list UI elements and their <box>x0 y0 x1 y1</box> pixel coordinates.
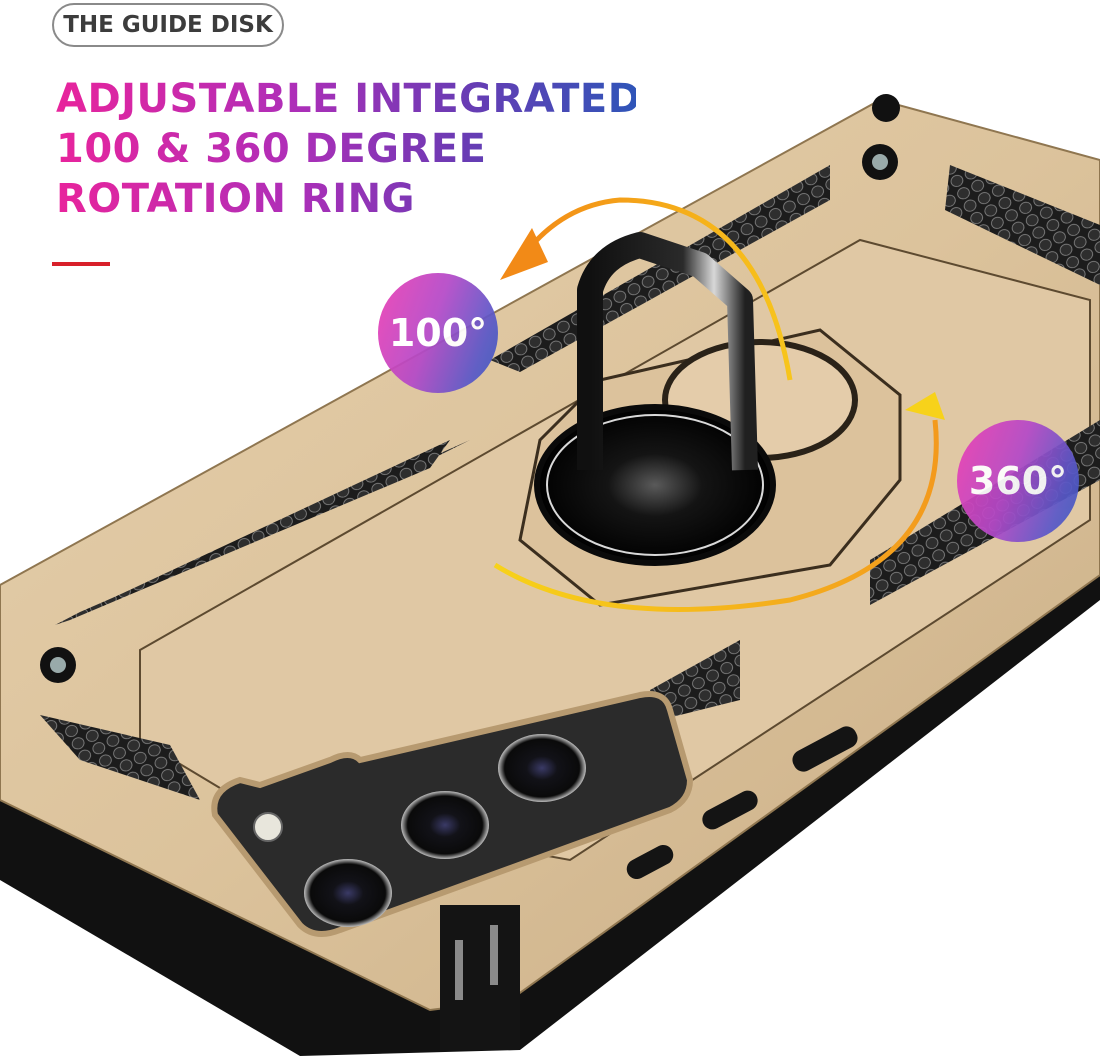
grip-strip-left <box>55 440 450 625</box>
side-button <box>702 790 758 830</box>
headline-line-1: ADJUSTABLE INTEGRATED <box>56 76 642 122</box>
headline: ADJUSTABLE INTEGRATED 100 & 360 DEGREE R… <box>56 74 642 224</box>
screw-hole <box>872 94 900 122</box>
camera-lens <box>304 859 392 927</box>
side-button <box>626 844 674 880</box>
accent-rule <box>52 262 110 266</box>
tilt-arrow <box>517 197 793 381</box>
grip-strip-topright <box>945 165 1100 285</box>
camera-flash <box>253 812 283 842</box>
headline-line-2: 100 & 360 DEGREE <box>56 124 636 174</box>
grip-strip-bottom <box>650 640 740 720</box>
spin-arrow <box>493 419 939 612</box>
grip-strip-top <box>490 165 830 372</box>
camera-lens <box>401 791 489 859</box>
side-button <box>792 726 858 772</box>
camera-lens <box>498 734 586 802</box>
headline-line-3: ROTATION RING <box>56 174 636 224</box>
kickstand-ring <box>577 232 758 471</box>
tilt-100-degree-label: 100° <box>378 273 498 393</box>
port-cover <box>440 905 520 1050</box>
grip-strip-lowerleft <box>40 715 200 800</box>
guide-disk-badge: THE GUIDE DISK <box>52 3 284 47</box>
spin-360-degree-label: 360° <box>957 420 1079 542</box>
